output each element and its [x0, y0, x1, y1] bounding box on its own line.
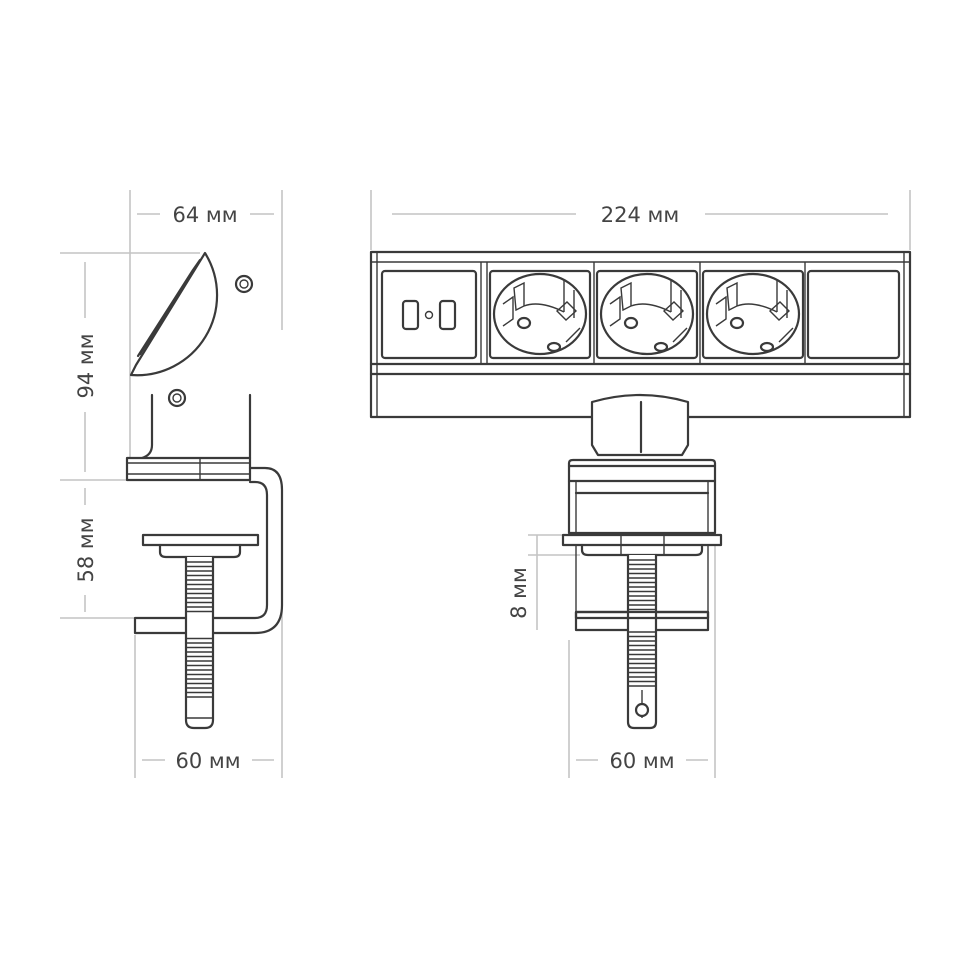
dim-side-head-height: 94 мм: [74, 333, 98, 398]
schuko-socket: [488, 269, 592, 360]
usb-port-icon: [401, 299, 420, 331]
side-head: [129, 251, 219, 377]
dim-side-clamp-width: 60 мм: [175, 749, 240, 773]
front-view: 224 мм 8 мм 60 мм: [369, 190, 912, 778]
clamp-housing: [567, 458, 717, 535]
strip-body: [369, 250, 912, 419]
side-view: 64 мм 94 мм 60 мм 58 мм 60 мм: [60, 190, 284, 778]
dim-front-clamp-width: 60 мм: [609, 749, 674, 773]
blank-module: [806, 269, 901, 360]
side-dimension-lines: [60, 190, 283, 778]
dim-side-width: 64 мм: [172, 203, 237, 227]
side-c-clamp: [133, 466, 284, 635]
side-screw: [184, 555, 215, 730]
usb-module: [380, 269, 478, 360]
usb-port-icon: [438, 299, 457, 331]
front-dimension-lines: [370, 190, 911, 778]
dim-front-plate-gap: 8 мм: [507, 567, 531, 619]
schuko-socket: [701, 269, 805, 360]
clamp-plate: [561, 533, 723, 547]
side-neck: [140, 393, 252, 460]
schuko-socket: [595, 269, 699, 360]
front-screw: [626, 553, 658, 730]
side-clamp-pad: [141, 533, 260, 547]
dim-front-length: 224 мм: [601, 203, 679, 227]
dim-side-clamp-gap: 58 мм: [74, 517, 98, 582]
side-base-plate: [125, 456, 252, 482]
